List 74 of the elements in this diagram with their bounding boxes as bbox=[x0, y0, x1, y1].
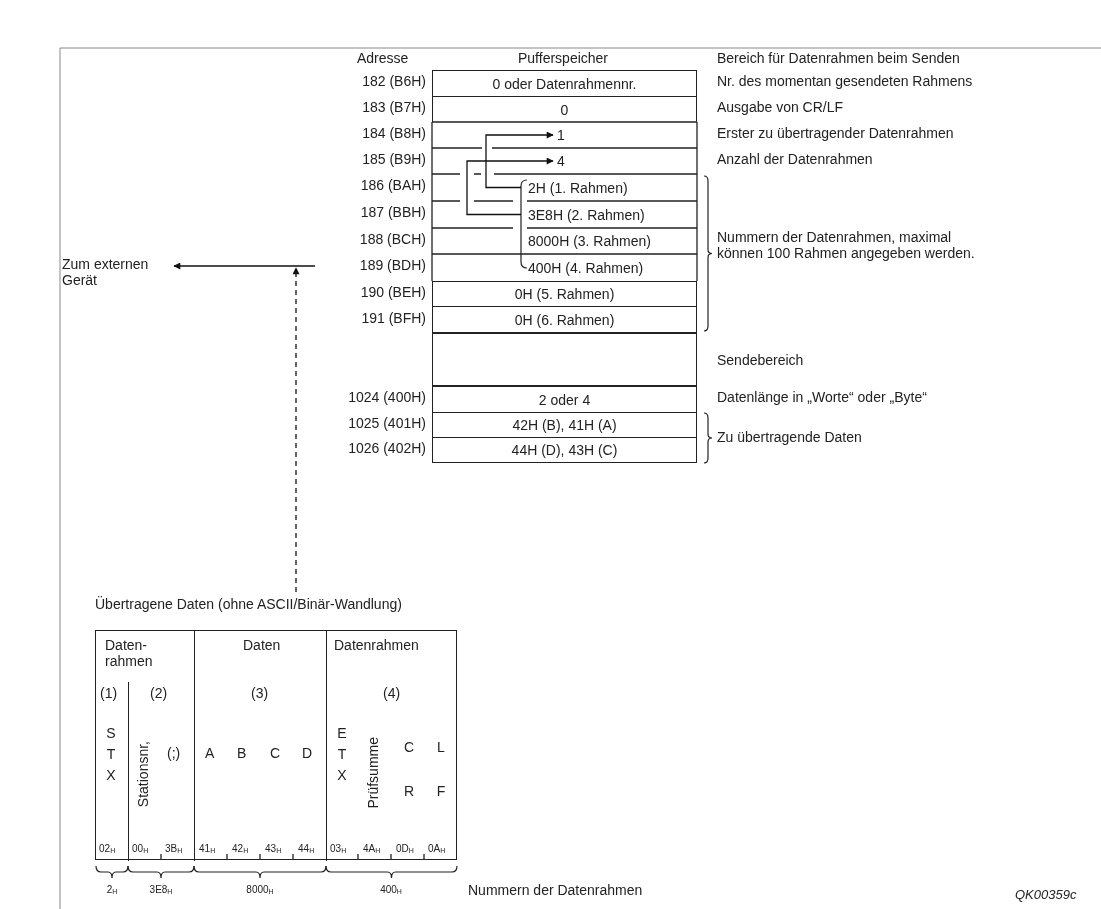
table-caption: Übertragene Daten (ohne ASCII/Binär-Wandlung) bbox=[95, 596, 402, 613]
address-label: 1025 (401H) bbox=[348, 414, 426, 431]
character-label: E T X bbox=[336, 724, 348, 785]
character-label: A bbox=[205, 745, 215, 762]
field-number: (2) bbox=[150, 685, 168, 702]
section-heading: Daten bbox=[243, 637, 281, 654]
character-label: S T X bbox=[105, 724, 117, 785]
memory-cell bbox=[432, 412, 697, 437]
column-heading: Bereich für Datenrahmen beim Senden bbox=[717, 50, 960, 67]
address-label: 185 (B9H) bbox=[362, 151, 426, 168]
cell-value: 1 bbox=[557, 127, 565, 143]
address-label: 188 (BCH) bbox=[359, 231, 426, 248]
address-label: 187 (BBH) bbox=[360, 204, 426, 221]
address-label: 182 (B6H) bbox=[362, 73, 426, 89]
cell-value: 0 oder Datenrahmennr. bbox=[492, 75, 637, 92]
memory-cell bbox=[432, 70, 697, 96]
section-heading: Daten- rahmen bbox=[105, 637, 154, 670]
memory-cell bbox=[432, 386, 697, 412]
character-label: (;) bbox=[167, 745, 181, 762]
cell-value: 2 oder 4 bbox=[538, 391, 591, 408]
description-text: Sendebereich bbox=[717, 352, 804, 369]
memory-cell bbox=[432, 281, 697, 306]
field-label: Prüfsumme bbox=[365, 737, 382, 809]
cell-value: 42H (B), 41H (A) bbox=[512, 417, 617, 433]
arrow bbox=[485, 131, 554, 189]
cell-value: 0 bbox=[560, 101, 569, 118]
cell-value: 44H (D), 43H (C) bbox=[511, 442, 618, 458]
character-label: C R bbox=[403, 738, 415, 801]
description-text: Zu übertragende Daten bbox=[717, 429, 862, 446]
address-label: 1024 (400H) bbox=[348, 389, 426, 405]
address-label: 189 (BDH) bbox=[359, 257, 426, 274]
arrow bbox=[466, 157, 554, 216]
cell-value: 8000H (3. Rahmen) bbox=[528, 233, 651, 249]
field-label: Stationsnr, bbox=[135, 741, 152, 808]
description-text: Nr. des momentan gesendeten Rahmens bbox=[717, 73, 973, 89]
field-number: (3) bbox=[251, 685, 269, 702]
memory-cell bbox=[432, 333, 697, 386]
address-label: 186 (BAH) bbox=[360, 177, 426, 194]
column-heading: Adresse bbox=[357, 50, 409, 67]
cell-value: 0H (6. Rahmen) bbox=[514, 311, 615, 328]
memory-cell bbox=[432, 306, 697, 333]
arrow bbox=[292, 267, 300, 593]
cell-value: 0H (5. Rahmen) bbox=[514, 286, 615, 302]
frame-column bbox=[96, 682, 129, 861]
memory-cell bbox=[432, 437, 697, 463]
address-label: 183 (B7H) bbox=[362, 99, 426, 115]
field-number: (1) bbox=[100, 685, 118, 702]
figure-code: QK00359c bbox=[1015, 888, 1077, 903]
section-heading: Datenrahmen bbox=[334, 637, 419, 654]
description-text: Erster zu übertragender Datenrahmen bbox=[717, 125, 954, 142]
description-text: Nummern der Datenrahmen, maximal können 100 Rahmen angegeben werden. bbox=[717, 229, 976, 262]
frame-table bbox=[95, 630, 457, 860]
description-text: Datenlänge in „Worte“ oder „Byte“ bbox=[717, 389, 927, 405]
memory-cell bbox=[432, 96, 697, 122]
address-label: 190 (BEH) bbox=[360, 283, 426, 300]
description-text: Ausgabe von CR/LF bbox=[717, 99, 844, 115]
field-number: (4) bbox=[383, 685, 401, 702]
character-label: C bbox=[270, 745, 281, 762]
address-label: 191 (BFH) bbox=[361, 309, 426, 326]
device-label: Zum externen Gerät bbox=[62, 256, 150, 289]
brace-caption: Nummern der Datenrahmen bbox=[468, 882, 643, 899]
cell-value: 3E8H (2. Rahmen) bbox=[528, 206, 645, 223]
frame-section bbox=[96, 631, 195, 861]
character-label: B bbox=[237, 745, 247, 762]
address-label: 1026 (402H) bbox=[348, 440, 426, 456]
description-text: Anzahl der Datenrahmen bbox=[717, 151, 873, 168]
character-label: L F bbox=[435, 738, 447, 801]
column-heading: Pufferspeicher bbox=[518, 50, 608, 67]
address-label: 184 (B8H) bbox=[362, 125, 426, 142]
arrow bbox=[173, 262, 316, 270]
cell-value: 2H (1. Rahmen) bbox=[528, 179, 628, 196]
cell-value: 400H (4. Rahmen) bbox=[528, 259, 644, 276]
cell-value: 4 bbox=[557, 153, 565, 169]
character-label: D bbox=[302, 745, 313, 762]
